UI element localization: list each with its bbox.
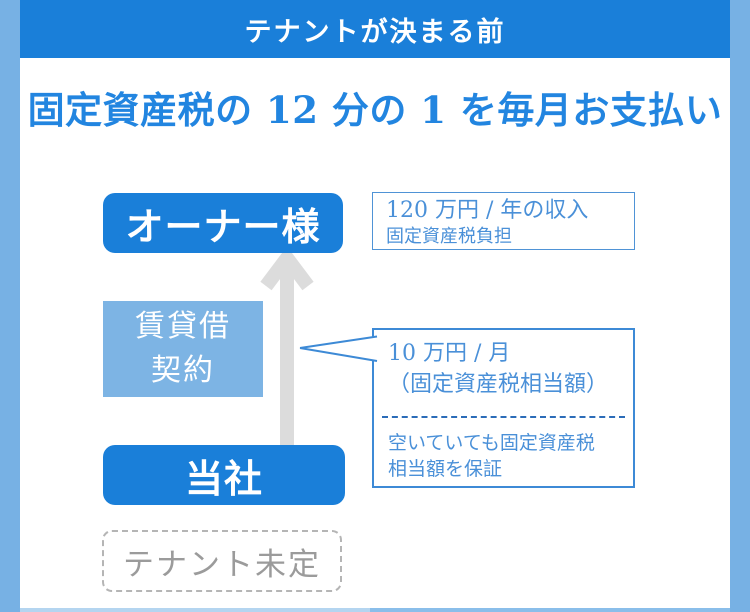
guarantee-line2: 相当額を保証 xyxy=(388,458,503,480)
tenant-undecided-label: テナント未定 xyxy=(123,546,321,583)
bottom-strip-left xyxy=(20,608,370,612)
income-note-line1: 120 万円 / 年の収入 xyxy=(386,198,589,223)
callout-dashed-divider xyxy=(382,416,625,418)
payment-callout-box: 10 万円 / 月 （固定資産税相当額） 空いていても固定資産税 相当額を保証 xyxy=(372,328,635,488)
bottom-strip-right xyxy=(370,608,730,612)
payment-callout-bottom: 空いていても固定資産税 相当額を保証 xyxy=(374,430,633,482)
income-note-box: 120 万円 / 年の収入 固定資産税負担 xyxy=(372,192,635,250)
company-box-label: 当社 xyxy=(184,455,263,501)
page-title: 固定資産税の 12 分の 1 を毎月お支払い xyxy=(27,88,723,132)
lease-contract-box: 賃貸借 契約 xyxy=(103,301,263,397)
tenant-undecided-box: テナント未定 xyxy=(102,530,342,592)
lease-contract-line1: 賃貸借 xyxy=(135,309,231,344)
header-label: テナントが決まる前 xyxy=(244,16,506,48)
owner-box: オーナー様 xyxy=(103,193,343,253)
guarantee-line1: 空いていても固定資産税 xyxy=(388,432,595,454)
owner-box-label: オーナー様 xyxy=(125,203,321,249)
payment-line1: 10 万円 / 月 xyxy=(388,341,511,366)
income-note-line2: 固定資産税負担 xyxy=(386,226,512,247)
lease-contract-line2: 契約 xyxy=(151,353,215,388)
header-band: テナントが決まる前 xyxy=(20,0,730,58)
company-box: 当社 xyxy=(103,445,345,505)
payment-line2: （固定資産税相当額） xyxy=(388,372,609,397)
payment-callout-top: 10 万円 / 月 （固定資産税相当額） xyxy=(374,330,633,400)
